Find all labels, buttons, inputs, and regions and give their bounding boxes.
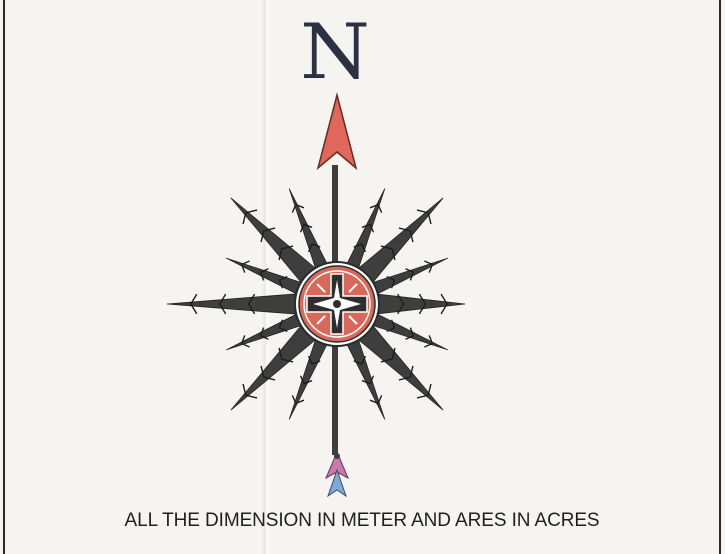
compass-ray-barb xyxy=(242,209,258,225)
compass-ray-barb xyxy=(242,383,258,399)
south-arrow-icon xyxy=(324,450,350,498)
compass-ray-barb xyxy=(278,245,294,261)
compass-ray-barb xyxy=(353,355,367,365)
compass-ray-barb xyxy=(278,275,288,289)
compass-ray-barb xyxy=(291,395,305,404)
compass-rays xyxy=(166,188,466,420)
compass-ray-barb xyxy=(418,293,426,315)
compass-ray-barb xyxy=(260,227,276,243)
compass-ray-barb xyxy=(299,223,313,233)
compass-ray-barb xyxy=(260,365,276,381)
compass-ray-barb xyxy=(241,260,250,273)
compass-ray-barb xyxy=(369,395,383,404)
compass-ray-barb xyxy=(369,204,383,213)
north-shaft xyxy=(332,165,338,265)
compass-ray-barb xyxy=(416,383,432,399)
compass-ray-barb xyxy=(361,223,375,233)
compass-ray-barb xyxy=(396,293,405,315)
cross-emblem-icon xyxy=(306,273,368,335)
compass-ray xyxy=(166,292,308,316)
compass-ray-barb xyxy=(291,204,305,213)
north-arrow-icon xyxy=(316,92,358,171)
compass-ray-barb xyxy=(307,355,321,365)
compass-ray-barb xyxy=(190,293,198,315)
compass-ray-barb xyxy=(440,293,448,315)
compass-ray-barb xyxy=(386,319,396,333)
compass-ray-barb xyxy=(241,335,250,348)
map-caption: ALL THE DIMENSION IN METER AND ARES IN A… xyxy=(124,510,600,531)
compass-ray-barb xyxy=(259,268,269,281)
north-label: N xyxy=(300,7,370,96)
compass-ray-barb xyxy=(278,319,288,333)
compass-ray xyxy=(366,292,466,316)
sheet-border-right xyxy=(719,0,721,554)
compass-ray-barb xyxy=(405,268,415,281)
compass-ray-barb xyxy=(307,243,321,253)
compass-ray-barb xyxy=(248,293,256,315)
sheet-border-left xyxy=(3,0,5,554)
compass-ray-barb xyxy=(386,275,396,289)
compass-ray-barb xyxy=(278,347,294,363)
compass-ray-barb xyxy=(380,245,396,261)
compass-ray-barb xyxy=(398,365,414,381)
compass-ray-barb xyxy=(424,260,433,273)
compass-ray-barb xyxy=(361,375,375,385)
compass-ray-barb xyxy=(259,327,269,340)
compass-ray-barb xyxy=(219,293,227,315)
compass-ray-barb xyxy=(353,243,367,253)
compass-ray-barb xyxy=(405,327,415,340)
compass-ray-barb xyxy=(380,347,396,363)
compass-ray-barb xyxy=(299,375,313,385)
compass-ray-barb xyxy=(416,209,432,225)
south-shaft xyxy=(332,345,338,455)
compass-ray-barb xyxy=(424,335,433,348)
compass-ray-barb xyxy=(398,227,414,243)
